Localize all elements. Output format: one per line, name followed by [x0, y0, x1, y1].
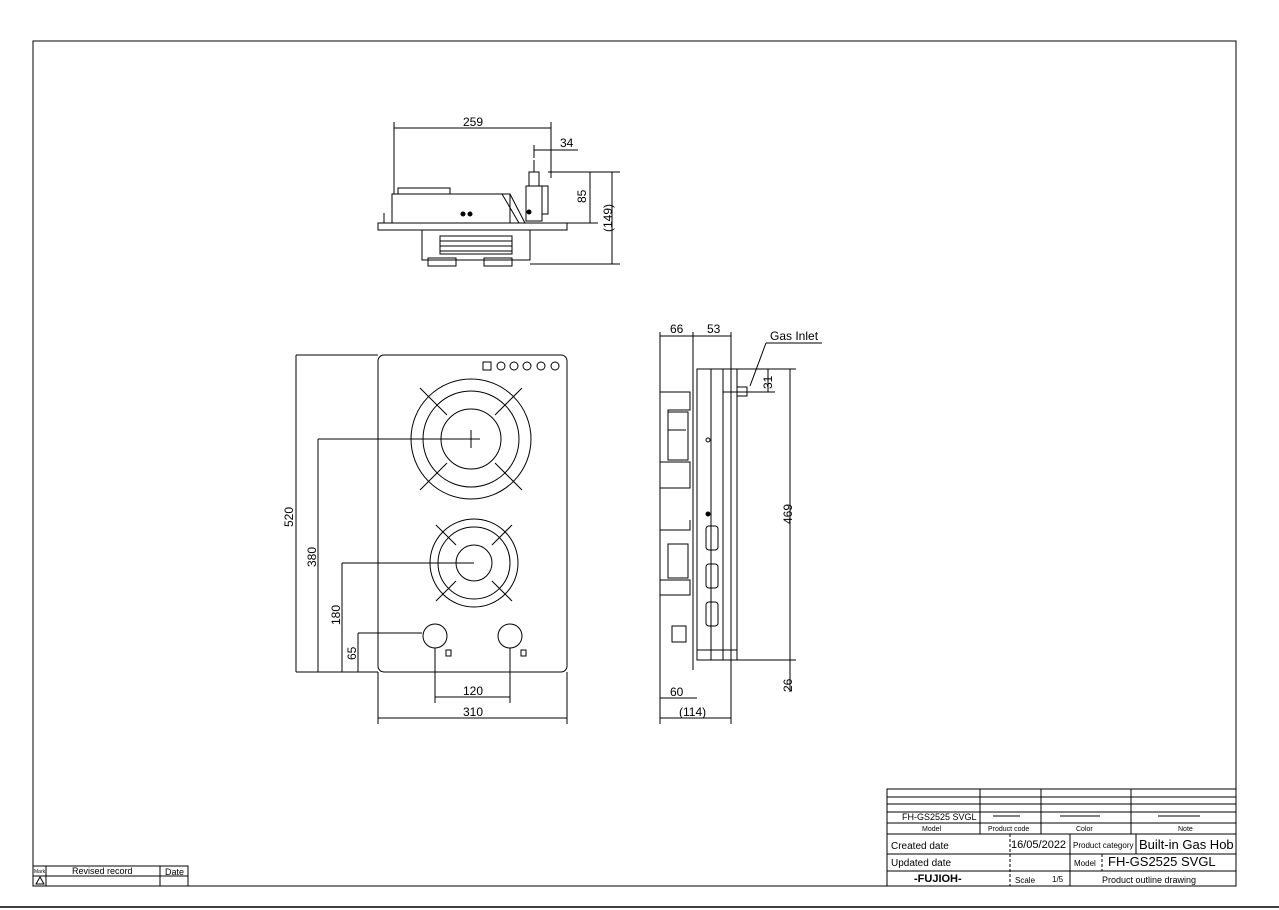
front-width-dim: 310 [463, 705, 483, 719]
top-height-dim: 85 [575, 189, 589, 203]
front-height-dim: 520 [282, 507, 296, 527]
side-bottom-dim: 26 [781, 678, 795, 692]
title-model-small-label: Model [1074, 859, 1096, 868]
title-drawing-type: Product outline drawing [1102, 875, 1196, 885]
front-burner1-dim: 380 [305, 547, 319, 567]
title-note-label: Note [1178, 826, 1193, 833]
side-total-depth-dim: (114) [679, 705, 706, 719]
front-knob-dim: 65 [345, 646, 359, 660]
revision-block [32, 865, 189, 887]
top-width-dim: 259 [463, 115, 483, 129]
title-model-label: Model [922, 826, 942, 833]
top-total-height-dim: (149) [601, 204, 615, 232]
drawing-border [32, 40, 1237, 887]
top-view [377, 122, 620, 267]
side-view [659, 332, 822, 724]
brand-logo: -FUJIOH- [914, 873, 962, 885]
title-product-code-label: Product code [988, 826, 1029, 833]
title-created-date-label: Created date [891, 841, 949, 852]
side-height-dim: 469 [781, 504, 795, 524]
revision-mark-label: Mark [34, 869, 46, 875]
revision-date-label: Date [165, 867, 184, 877]
title-updated-date-label: Updated date [891, 858, 951, 869]
front-burner2-dim: 180 [329, 605, 343, 625]
top-offset-dim: 34 [560, 136, 574, 150]
title-color-label: Color [1076, 826, 1093, 833]
title-scale-value: 1/5 [1052, 875, 1064, 884]
title-product-category-value: Built-in Gas Hob [1139, 837, 1234, 852]
gas-inlet-label: Gas Inlet [770, 329, 819, 343]
revision-record-label: Revised record [72, 866, 133, 876]
side-top-right-dim: 53 [707, 322, 721, 336]
title-model-big: FH-GS2525 SVGL [1108, 854, 1216, 869]
side-top-left-dim: 66 [670, 322, 684, 336]
title-product-category-label: Product category [1073, 841, 1133, 850]
front-knob-spacing-dim: 120 [463, 684, 483, 698]
side-inlet-dim: 31 [761, 375, 775, 389]
side-depth-dim: 60 [670, 685, 684, 699]
front-view [295, 354, 568, 724]
title-scale-label: Scale [1015, 876, 1036, 885]
title-block [886, 788, 1237, 887]
title-created-date-value: 16/05/2022 [1011, 839, 1066, 851]
title-model-value: FH-GS2525 SVGL [902, 812, 977, 822]
